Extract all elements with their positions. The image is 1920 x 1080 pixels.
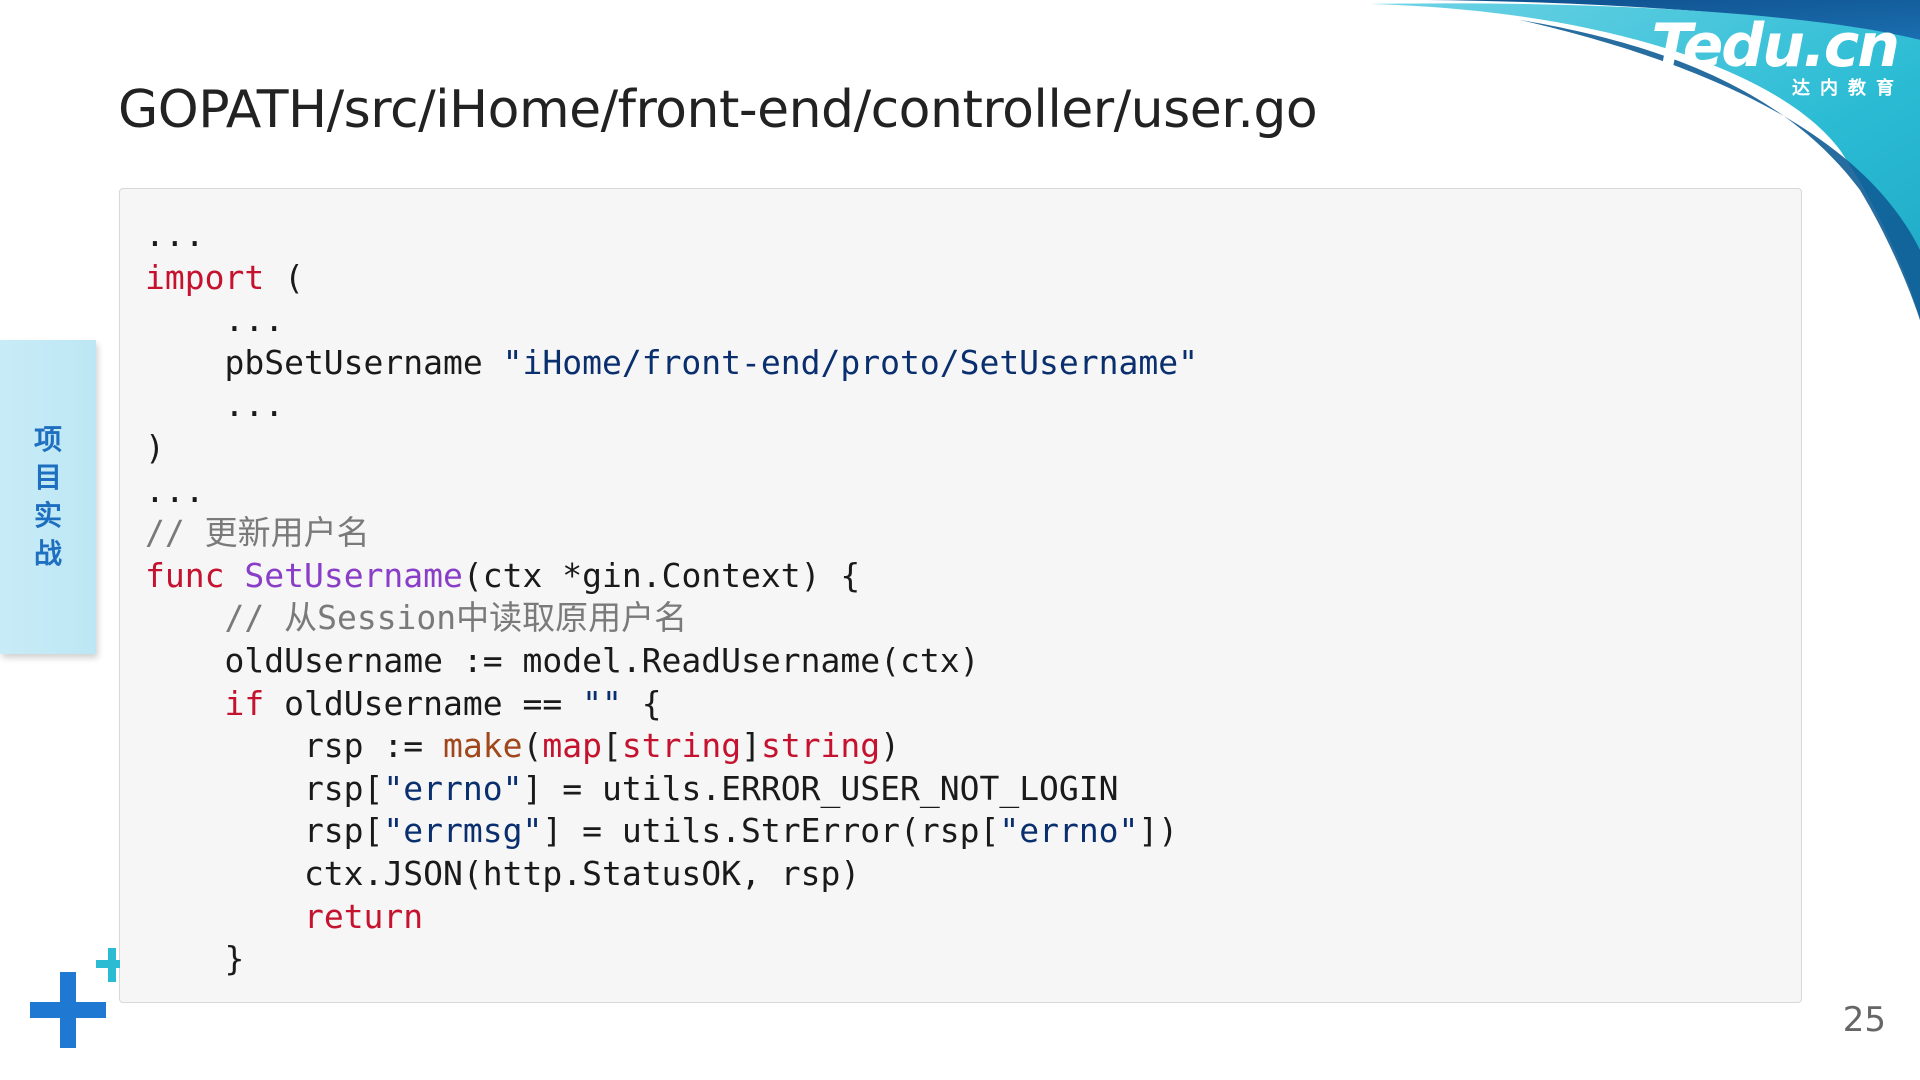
code-line: ... xyxy=(145,470,1801,513)
side-tab-label: 项目实战 xyxy=(33,423,62,570)
code-token: oldUsername == xyxy=(264,683,583,723)
logo-subtitle: 达内教育 xyxy=(1792,78,1904,99)
code-token: "errno" xyxy=(383,768,523,808)
decorative-swoosh xyxy=(1340,0,1920,321)
code-line: ... xyxy=(145,299,1801,342)
code-token: ) xyxy=(880,726,901,766)
code-token: "" xyxy=(582,683,622,723)
code-token: "iHome/front-end/proto/SetUsername" xyxy=(502,342,1198,382)
code-token: ( xyxy=(264,257,304,297)
code-token: pbSetUsername xyxy=(145,342,503,382)
code-token: rsp[ xyxy=(145,811,384,851)
code-token: [ xyxy=(601,726,622,766)
code-token: if xyxy=(224,683,265,723)
code-line: rsp := make(map[string]string) xyxy=(145,725,1801,768)
code-line: pbSetUsername "iHome/front-end/proto/Set… xyxy=(145,342,1801,385)
code-token: map xyxy=(542,726,602,766)
code-token: ] xyxy=(741,726,761,766)
code-line: rsp["errno"] = utils.ERROR_USER_NOT_LOGI… xyxy=(145,768,1801,811)
code-line: ... xyxy=(145,214,1801,257)
code-token: (ctx *gin.Context) { xyxy=(462,555,861,595)
code-token: { xyxy=(621,683,662,723)
code-token: SetUsername xyxy=(244,555,463,595)
code-token: func xyxy=(145,555,225,595)
code-line: if oldUsername == "" { xyxy=(145,683,1801,726)
code-token: "errmsg" xyxy=(383,811,543,851)
code-token: ctx.JSON(http.StatusOK, rsp) xyxy=(145,853,861,893)
code-line: return xyxy=(145,896,1801,939)
code-token: // 更新用户名 xyxy=(145,513,370,553)
code-token: ] = utils.StrError(rsp[ xyxy=(542,811,1000,851)
code-token: string xyxy=(621,726,742,766)
code-line: ) xyxy=(145,427,1801,470)
plus-decoration-icon xyxy=(30,972,106,1048)
page-title: GOPATH/src/iHome/front-end/controller/us… xyxy=(118,80,1318,140)
code-token: make xyxy=(443,726,523,766)
section-side-tab: 项目实战 xyxy=(0,340,96,654)
code-line: } xyxy=(145,938,1801,981)
code-line: rsp["errmsg"] = utils.StrError(rsp["errn… xyxy=(145,810,1801,853)
code-token xyxy=(145,684,224,723)
code-token: } xyxy=(145,939,245,979)
plus-small-decoration-icon xyxy=(96,948,120,982)
code-token: "errno" xyxy=(999,811,1139,851)
code-token: ... xyxy=(145,385,285,425)
page-number: 25 xyxy=(1842,1000,1886,1040)
tedu-logo: Tedu.cn 达内教育 xyxy=(1651,11,1900,100)
code-token: ... xyxy=(145,215,205,254)
code-token: return xyxy=(303,896,424,936)
code-line: // 更新用户名 xyxy=(145,512,1801,555)
code-line: // 从Session中读取原用户名 xyxy=(145,597,1801,640)
code-token: rsp := xyxy=(145,726,444,766)
code-line: func SetUsername(ctx *gin.Context) { xyxy=(145,555,1801,598)
code-token: rsp[ xyxy=(145,768,384,808)
code-token xyxy=(145,897,304,936)
code-line: ... xyxy=(145,384,1801,427)
code-token: ) xyxy=(145,427,165,467)
code-token: ] = utils.ERROR_USER_NOT_LOGIN xyxy=(522,768,1119,808)
code-token: import xyxy=(145,257,265,297)
code-token: ( xyxy=(522,726,543,766)
code-token xyxy=(224,556,244,595)
code-line: oldUsername := model.ReadUsername(ctx) xyxy=(145,640,1801,683)
code-token: ]) xyxy=(1138,811,1179,851)
code-token: // 从Session中读取原用户名 xyxy=(224,598,688,638)
code-line: ctx.JSON(http.StatusOK, rsp) xyxy=(145,853,1801,896)
code-block: ...import ( ... pbSetUsername "iHome/fro… xyxy=(119,188,1802,1003)
code-token xyxy=(145,598,224,637)
code-token: ... xyxy=(145,470,205,510)
code-line: import ( xyxy=(145,257,1801,300)
logo-brand: Tedu.cn xyxy=(1651,11,1900,81)
code-token: oldUsername := model.ReadUsername(ctx) xyxy=(145,640,980,680)
code-token: string xyxy=(760,726,881,766)
code-token: ... xyxy=(145,300,285,340)
